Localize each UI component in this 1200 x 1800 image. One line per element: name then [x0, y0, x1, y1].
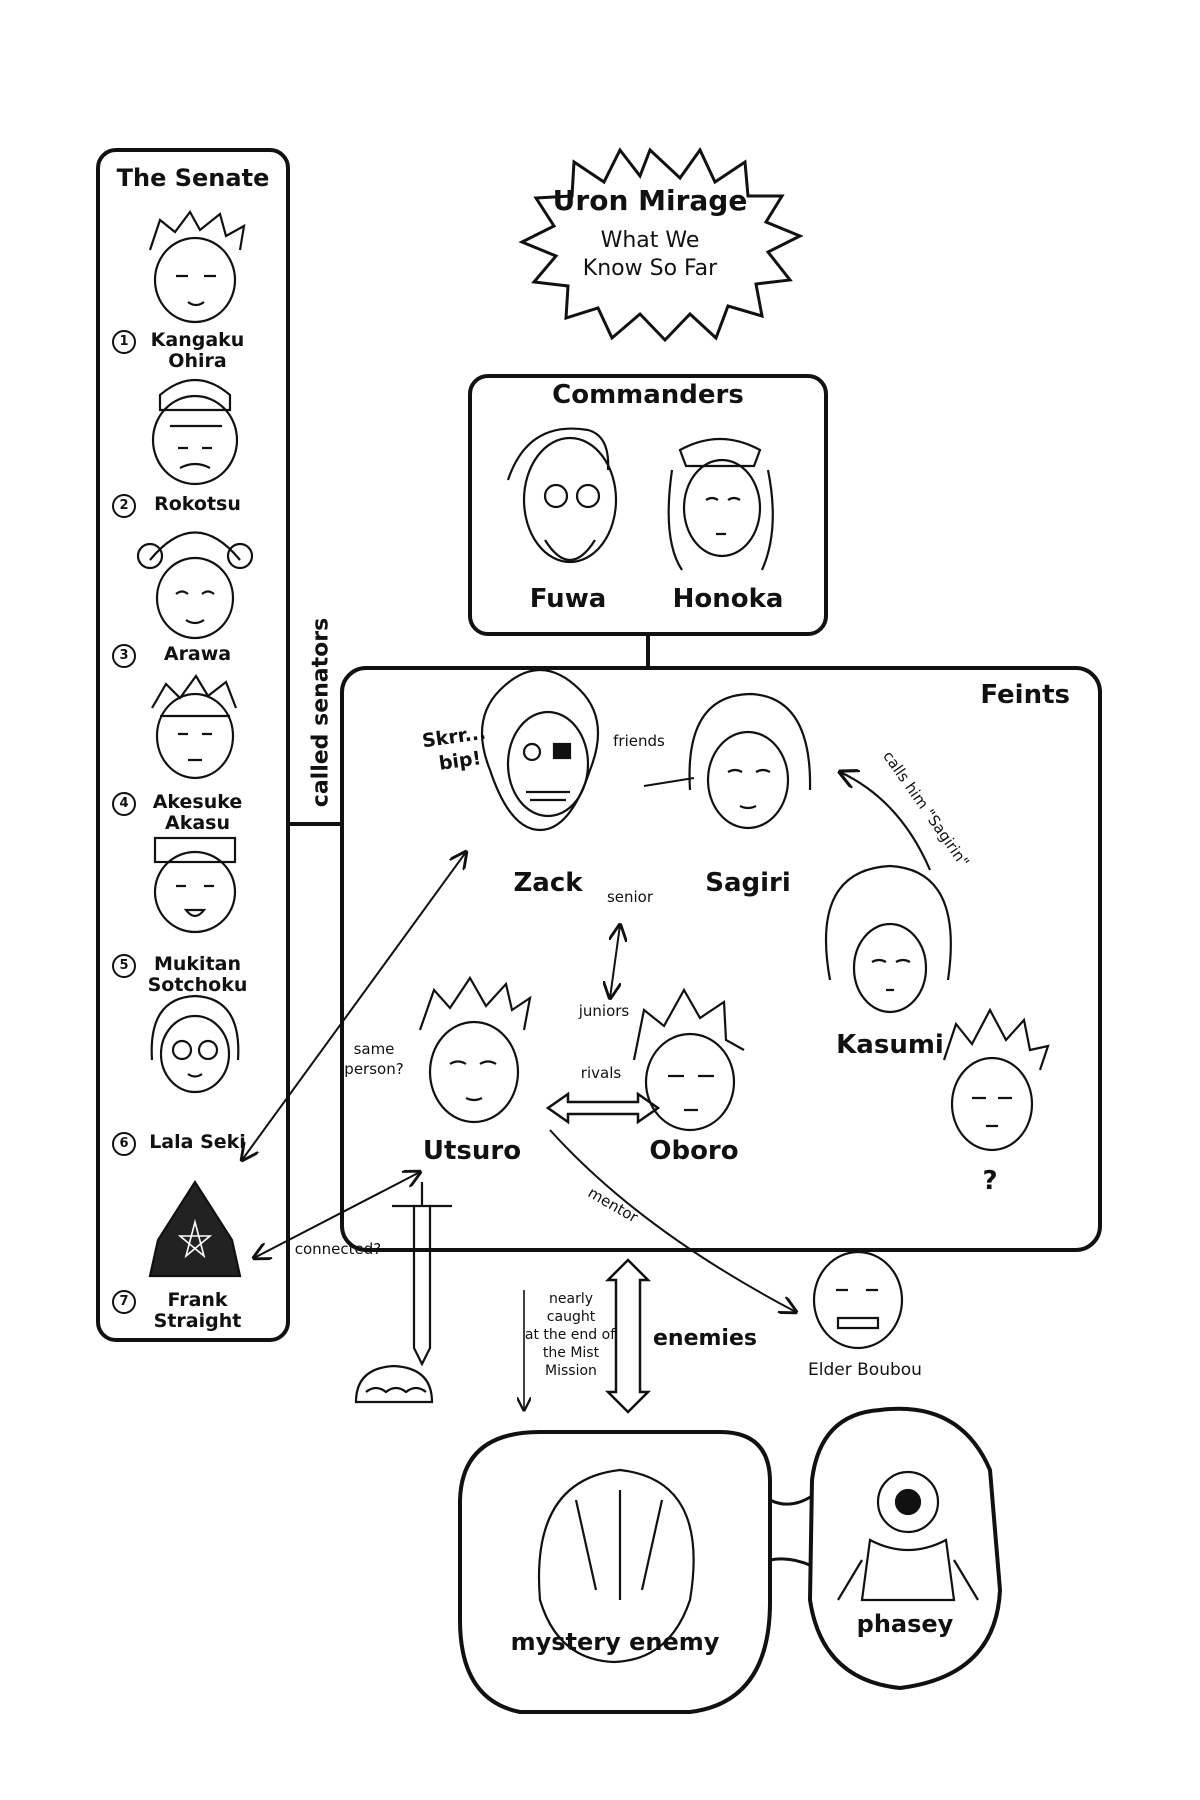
senator-2-name-line1: Rokotsu — [154, 493, 241, 515]
feints-heading: Feints — [980, 680, 1070, 710]
title-main: Uron Mirage — [552, 184, 748, 217]
senator-6-name-line1: Lala Seki — [149, 1131, 246, 1153]
feint-oboro: Oboro — [649, 1136, 739, 1166]
commander-fuwa: Fuwa — [529, 584, 607, 614]
title-starburst — [518, 147, 804, 343]
senator-7-number: 7 — [112, 1290, 136, 1314]
senator-6-number: 6 — [112, 1132, 136, 1156]
senator-4-number: 4 — [112, 792, 136, 816]
mystery-bubble — [458, 1430, 772, 1714]
senator-3-number: 3 — [112, 644, 136, 668]
label-mystery-enemy: mystery enemy — [510, 1628, 720, 1656]
lala-seki-portrait — [150, 994, 240, 1094]
senator-4-name-line1: Akesuke — [152, 791, 243, 813]
label-nearly-caught-3: at the end of — [524, 1327, 616, 1343]
label-same-person-line1: same — [353, 1040, 395, 1058]
senator-2-number: 2 — [112, 494, 136, 518]
commander-honoka: Honoka — [672, 584, 784, 614]
phasey-bubble — [807, 1406, 1003, 1691]
rivals-arrow — [545, 1091, 661, 1125]
rokotsu-portrait — [151, 378, 239, 486]
senator-5-name-line1: Mukitan — [153, 953, 241, 975]
elder-boubou-portrait — [812, 1250, 904, 1350]
label-nearly-caught-2: caught — [546, 1309, 596, 1325]
senator-3: 3 Arawa — [110, 643, 285, 668]
feint-kasumi: Kasumi — [836, 1030, 944, 1060]
label-nearly-caught-4: the Mist — [542, 1345, 600, 1361]
label-rivals: rivals — [580, 1064, 622, 1082]
called-senators-label: called senators — [308, 617, 334, 808]
senator-7-name-line2: Straight — [153, 1310, 242, 1332]
senator-7: 7 Frank Straight — [110, 1290, 285, 1332]
feint-sagiri: Sagiri — [705, 868, 791, 898]
senator-2: 2 Rokotsu — [110, 493, 285, 518]
senate-box — [96, 148, 290, 1342]
senator-5-number: 5 — [112, 954, 136, 978]
senate-heading: The Senate — [116, 164, 270, 192]
feint-unknown: ? — [982, 1166, 998, 1196]
title-sub-2: Know So Far — [582, 256, 718, 281]
senator-5: 5 Mukitan Sotchoku — [110, 954, 285, 996]
label-elder-boubou: Elder Boubou — [808, 1360, 922, 1380]
senator-1-number: 1 — [112, 330, 136, 354]
brain-icon — [354, 1364, 434, 1404]
feint-utsuro: Utsuro — [422, 1136, 522, 1166]
feint-zack: Zack — [513, 868, 583, 898]
label-nearly-caught-5: Mission — [545, 1363, 597, 1379]
honoka-portrait — [667, 437, 774, 571]
label-phasey: phasey — [856, 1610, 954, 1638]
sagiri-portrait — [688, 692, 812, 830]
feint-faces — [354, 669, 1050, 1664]
commander-faces — [506, 427, 774, 571]
senator-3-name-line1: Arawa — [163, 643, 232, 665]
zack-portrait — [480, 669, 600, 832]
kasumi-portrait — [824, 864, 952, 1014]
fuwa-portrait — [506, 427, 618, 564]
akesuke-portrait — [151, 674, 238, 780]
oboro-portrait — [632, 987, 745, 1132]
label-juniors: juniors — [578, 1002, 630, 1020]
senate-faces — [136, 209, 254, 1278]
sword-icon — [392, 1182, 452, 1367]
senator-4-name-line2: Akasu — [165, 812, 230, 834]
title-sub-1: What We — [600, 228, 700, 253]
unknown-portrait — [942, 1007, 1050, 1152]
label-same-person-line2: person? — [344, 1060, 404, 1078]
label-nearly-caught-1: nearly — [549, 1291, 593, 1307]
senator-1: 1 Kangaku Ohira — [110, 330, 285, 372]
mukitan-portrait — [153, 836, 237, 934]
senator-6: 6 Lala Seki — [110, 1131, 285, 1156]
mystery-enemy-portrait — [537, 1468, 695, 1664]
kangaku-portrait — [148, 209, 246, 324]
label-senior: senior — [606, 888, 654, 906]
senator-7-name-line1: Frank — [167, 1289, 228, 1311]
senator-1-name-line1: Kangaku — [150, 329, 245, 351]
enemies-arrow — [604, 1258, 652, 1414]
utsuro-portrait — [418, 975, 532, 1124]
commanders-heading: Commanders — [552, 380, 744, 410]
label-connected: connected? — [294, 1240, 382, 1258]
label-enemies: enemies — [653, 1326, 757, 1351]
label-friends: friends — [613, 732, 665, 750]
senator-5-name-line2: Sotchoku — [147, 974, 248, 996]
phasey-portrait — [837, 1470, 979, 1602]
senator-1-name-line2: Ohira — [168, 350, 227, 372]
frank-straight-portrait — [148, 1179, 242, 1278]
arawa-portrait — [136, 531, 254, 640]
senator-4: 4 Akesuke Akasu — [110, 792, 285, 834]
